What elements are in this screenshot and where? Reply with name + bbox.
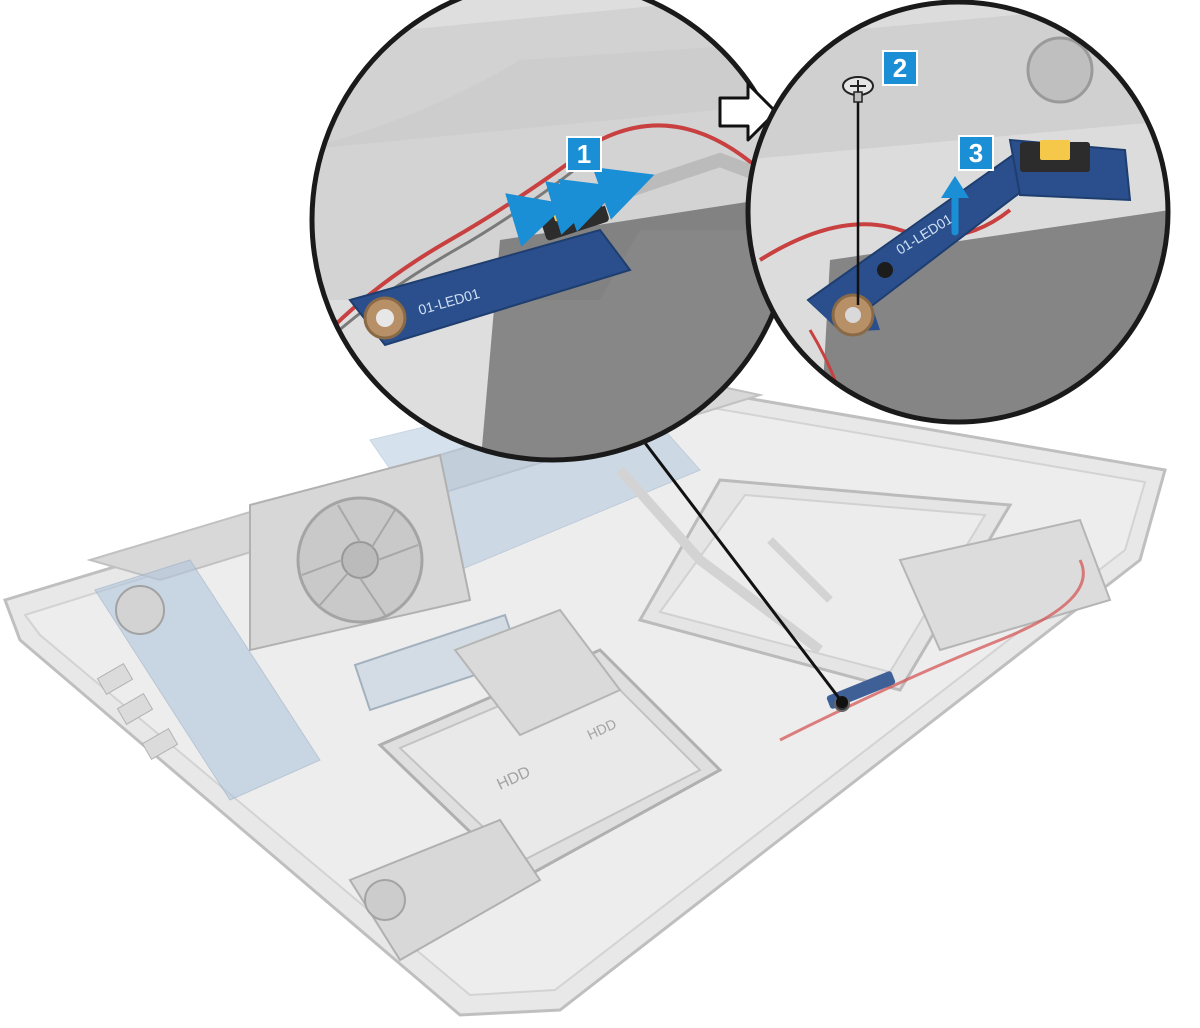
screw-icon bbox=[842, 76, 874, 305]
up-arrow-icon bbox=[941, 176, 969, 236]
double-headed-arrow-icon bbox=[505, 166, 655, 247]
step-3-label: 3 bbox=[969, 138, 983, 168]
step-2-badge: 2 bbox=[882, 50, 918, 86]
callout-leader-line bbox=[618, 409, 844, 703]
coin-cell-battery bbox=[115, 585, 165, 635]
led-board-left-zoom: 01-LED01 bbox=[348, 228, 632, 347]
step-3-badge: 3 bbox=[958, 135, 994, 171]
outline-right-arrow-icon bbox=[718, 82, 778, 142]
laptop-base: HDD HDD bbox=[3, 378, 1167, 1017]
zoom-callout-right: 01-LED01 2 3 bbox=[745, 0, 1171, 425]
step-1-badge: 1 bbox=[566, 136, 602, 172]
step-1-label: 1 bbox=[577, 139, 591, 169]
step-2-label: 2 bbox=[893, 53, 907, 83]
zoom-callout-left: 01-LED01 1 bbox=[309, 0, 795, 463]
